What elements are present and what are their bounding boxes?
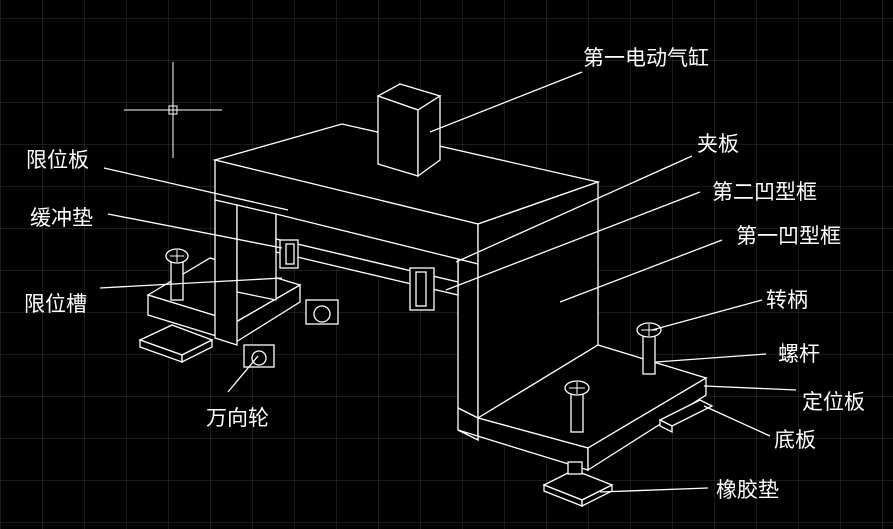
label-clamp-plate: 夹板 xyxy=(697,132,739,156)
label-limit-groove: 限位槽 xyxy=(24,292,87,316)
label-locating-plate: 定位板 xyxy=(802,390,865,414)
label-base-plate: 底板 xyxy=(774,428,816,452)
label-buffer-pad: 缓冲垫 xyxy=(30,206,93,230)
cylinder-block xyxy=(376,83,442,178)
label-universal-wheel: 万向轮 xyxy=(206,406,269,430)
right-base-assembly xyxy=(457,322,714,508)
leader-lines xyxy=(99,71,797,493)
second-u-frame xyxy=(275,213,459,311)
label-second-frame: 第二凹型框 xyxy=(712,180,817,204)
label-handle: 转柄 xyxy=(766,288,808,312)
label-rubber-pad: 橡胶垫 xyxy=(716,478,779,502)
first-u-frame xyxy=(212,123,601,442)
label-first-frame: 第一凹型框 xyxy=(736,224,841,248)
label-screw: 螺杆 xyxy=(778,342,820,366)
label-motor-cylinder: 第一电动气缸 xyxy=(583,46,709,70)
crosshair-cursor-icon xyxy=(124,62,222,158)
label-limit-plate: 限位板 xyxy=(26,148,89,172)
